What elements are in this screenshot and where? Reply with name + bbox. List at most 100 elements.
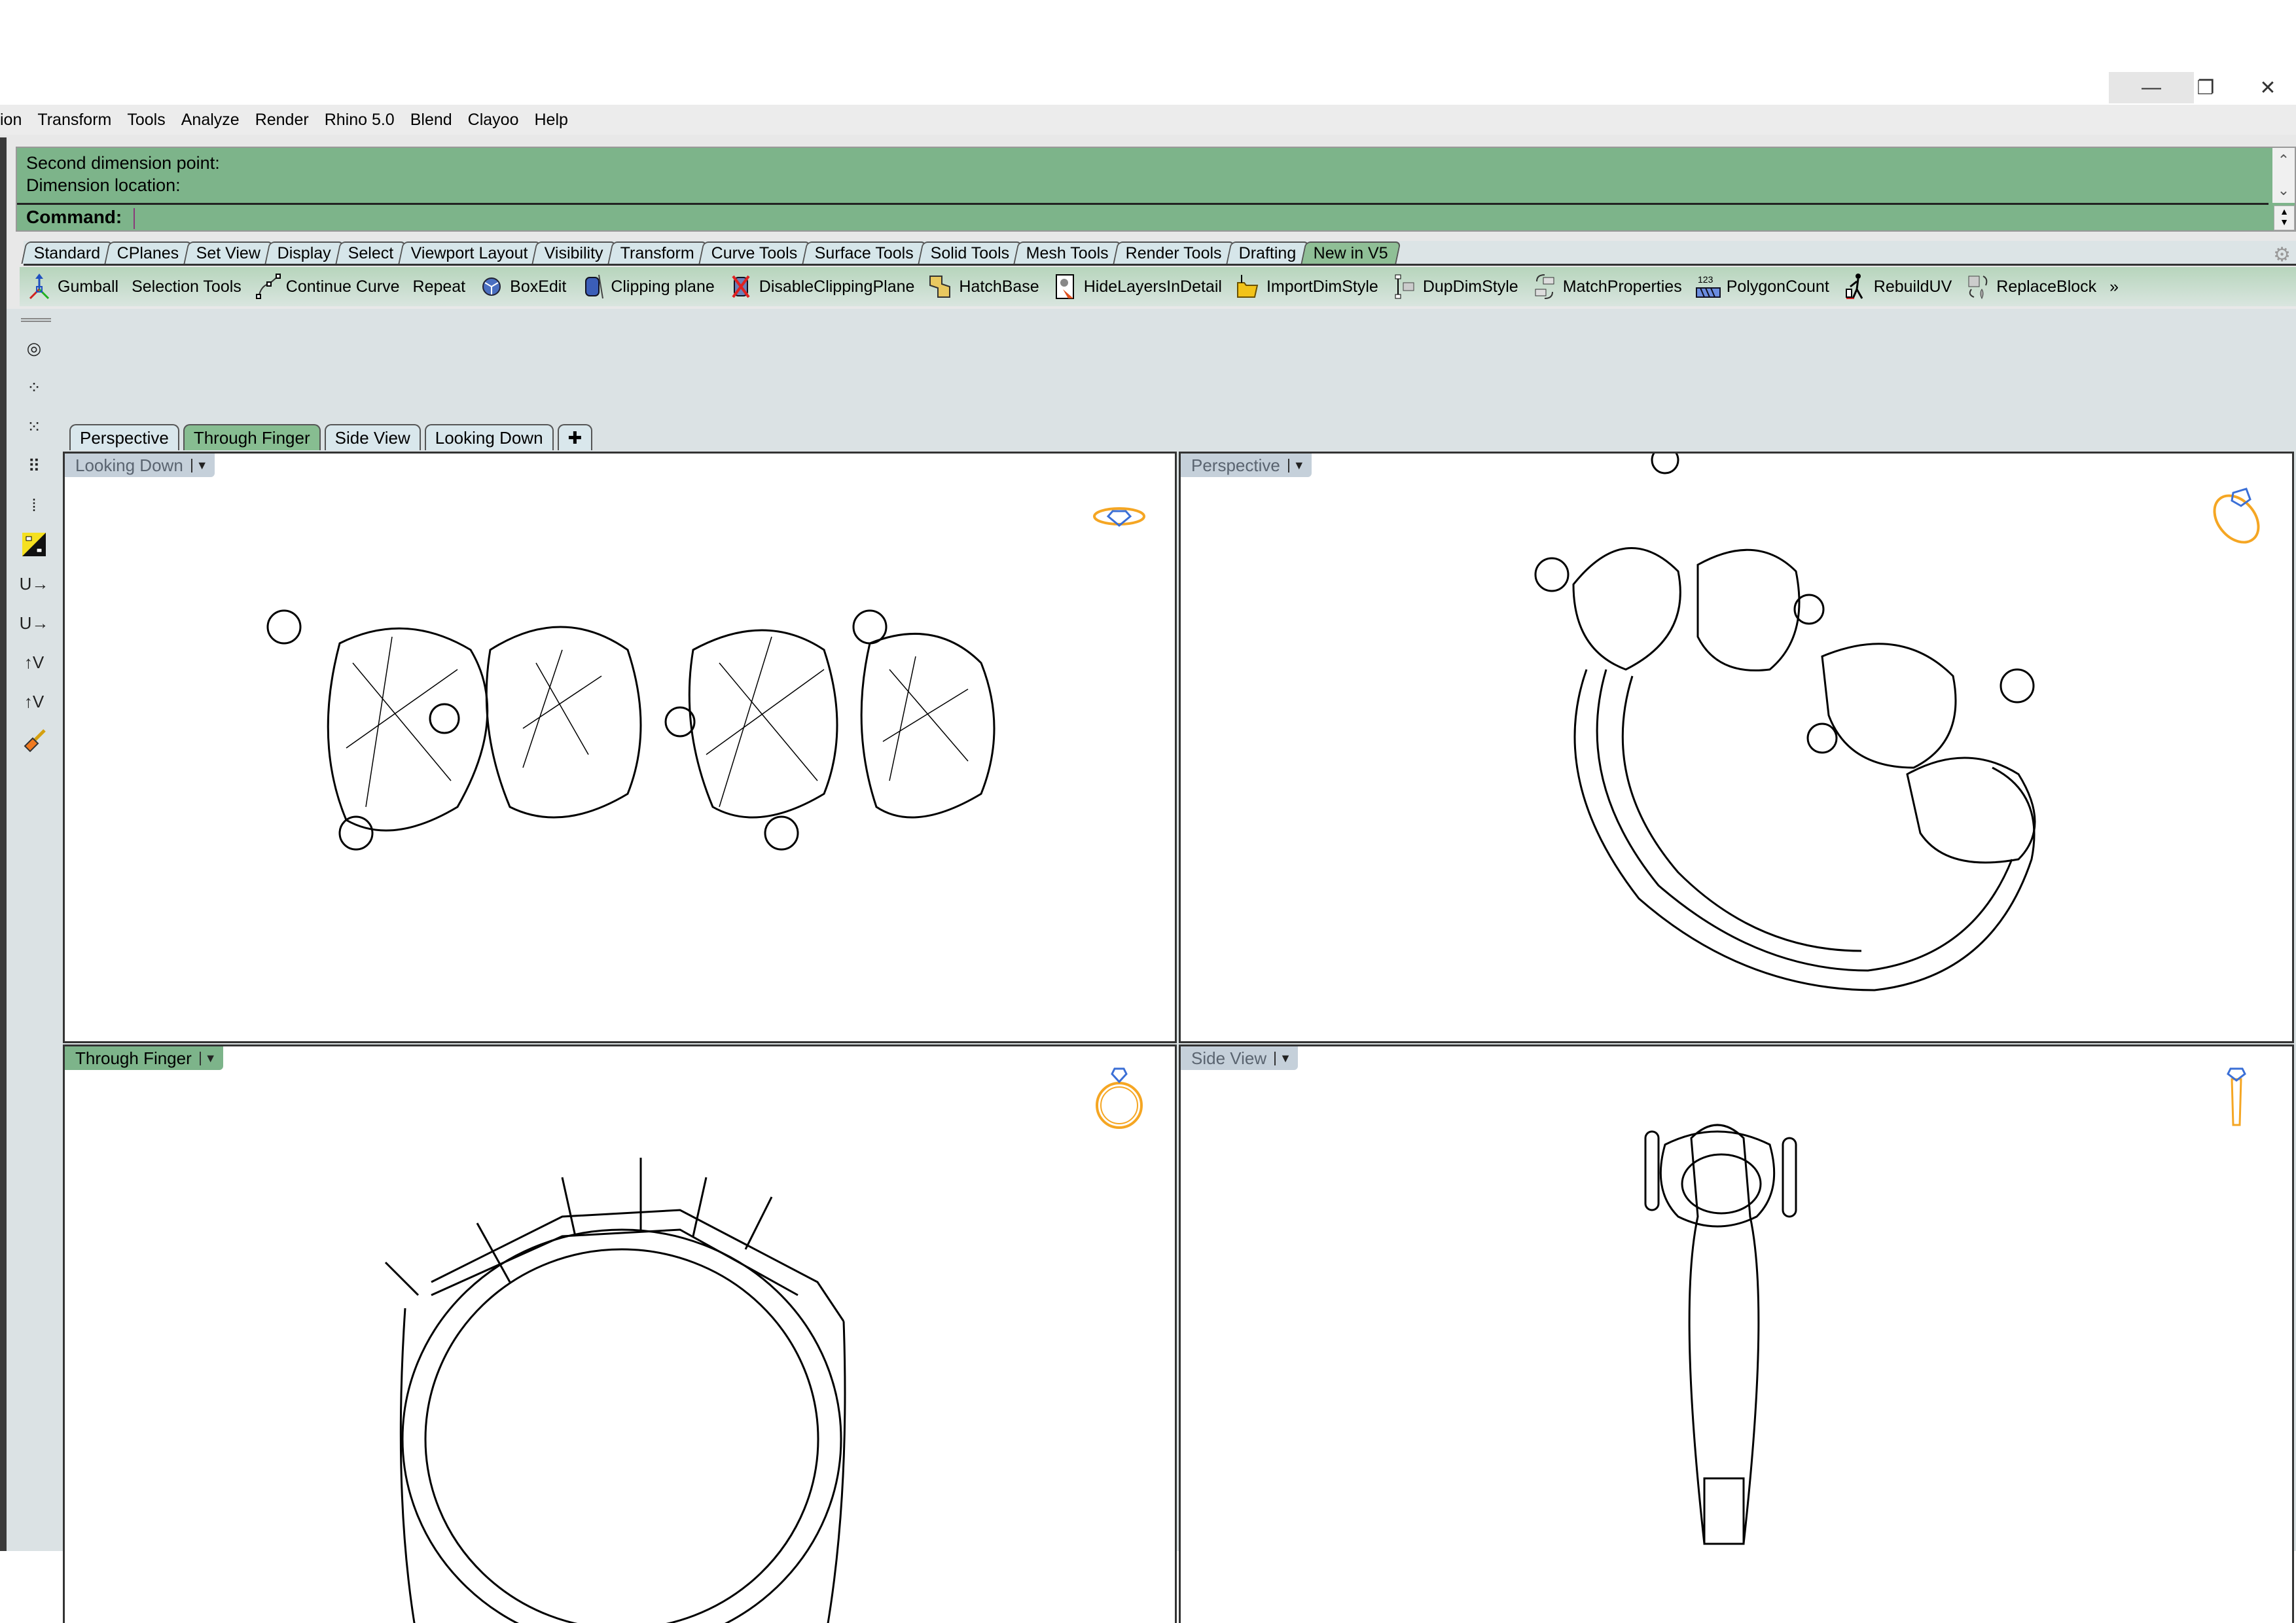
clipping-plane-button[interactable]: Clipping plane (573, 268, 721, 305)
viewport-label[interactable]: Looking Down ▼ (65, 454, 215, 477)
toolbar-overflow-button[interactable]: » (2109, 277, 2119, 296)
view-tab-side-view[interactable]: Side View (324, 424, 421, 450)
dup-dimstyle-icon (1391, 272, 1418, 301)
polygon-count-button[interactable]: 123 PolygonCount (1689, 268, 1836, 305)
close-button[interactable]: ✕ (2259, 77, 2276, 99)
viewport-menu-arrow-icon[interactable]: ▼ (190, 458, 208, 473)
add-view-tab-button[interactable]: ✚ (557, 424, 593, 450)
select-u-icon[interactable]: U→ (19, 573, 49, 594)
tab-viewport-layout[interactable]: Viewport Layout (398, 241, 541, 264)
view-orientation-icon (1096, 1067, 1143, 1129)
viewport-label[interactable]: Side View ▼ (1181, 1046, 1298, 1070)
toolbar-tabs: Standard CPlanes Set View Display Select… (21, 241, 2296, 266)
hatchbase-button[interactable]: HatchBase (921, 268, 1045, 305)
boxedit-icon (478, 272, 505, 301)
history-scrollbar[interactable]: ⌃ ⌄ (2272, 148, 2295, 203)
spin-down-icon[interactable]: ▼ (2280, 217, 2289, 227)
disable-clipping-plane-button[interactable]: DisableClippingPlane (721, 268, 922, 305)
viewport-looking-down[interactable]: Looking Down ▼ (63, 452, 1177, 1043)
menu-rhino5[interactable]: Rhino 5.0 (324, 110, 395, 129)
tab-new-in-v5[interactable]: New in V5 (1300, 241, 1401, 264)
minimize-button[interactable]: — (2109, 72, 2194, 103)
view-orientation-icon (2213, 488, 2260, 544)
ring-top-view-drawing (266, 609, 996, 851)
select-u-extend-icon[interactable]: U→ (19, 613, 49, 633)
command-prompt: Command: (26, 207, 122, 227)
restore-button[interactable]: ❐ (2197, 77, 2215, 99)
view-tab-perspective[interactable]: Perspective (69, 424, 179, 450)
tab-mesh-tools[interactable]: Mesh Tools (1013, 241, 1122, 264)
tab-cplanes[interactable]: CPlanes (104, 241, 192, 264)
command-spinner[interactable]: ▲ ▼ (2274, 205, 2295, 230)
viewport-side-view[interactable]: Side View ▼ (1179, 1044, 2294, 1623)
select-v-icon[interactable]: ↑V (24, 652, 45, 672)
tab-set-view[interactable]: Set View (183, 241, 274, 264)
menu-blend[interactable]: Blend (410, 110, 452, 129)
gumball-button[interactable]: Gumball (20, 268, 125, 305)
command-input[interactable] (134, 208, 2228, 229)
menu-clayoo[interactable]: Clayoo (467, 110, 519, 129)
select-control-points-icon[interactable]: ⁘ (27, 377, 41, 397)
hide-layers-icon (1052, 272, 1079, 301)
viewport-label[interactable]: Perspective ▼ (1181, 454, 1312, 477)
view-tab-looking-down[interactable]: Looking Down (424, 424, 554, 450)
tab-transform[interactable]: Transform (607, 241, 708, 264)
disable-clipping-plane-icon (728, 272, 754, 301)
scroll-down-icon[interactable]: ⌄ (2277, 182, 2290, 198)
boxedit-button[interactable]: BoxEdit (472, 268, 573, 305)
command-area: Second dimension point: Dimension locati… (16, 147, 2296, 232)
viewport-menu-arrow-icon[interactable]: ▼ (199, 1051, 217, 1065)
match-properties-button[interactable]: MatchProperties (1525, 268, 1689, 305)
tab-standard[interactable]: Standard (21, 241, 114, 264)
tab-render-tools[interactable]: Render Tools (1113, 241, 1235, 264)
continue-curve-button[interactable]: Continue Curve (248, 268, 406, 305)
tab-surface-tools[interactable]: Surface Tools (802, 241, 927, 264)
select-row-icon[interactable]: ⁙ (27, 416, 41, 437)
tab-visibility[interactable]: Visibility (531, 241, 617, 264)
toolbar-grip[interactable] (21, 318, 51, 322)
scroll-up-icon[interactable]: ⌃ (2277, 152, 2290, 168)
paintbrush-icon[interactable] (14, 722, 54, 759)
match-properties-icon (1532, 272, 1558, 301)
menu-help[interactable]: Help (534, 110, 568, 129)
import-dimstyle-button[interactable]: ImportDimStyle (1229, 268, 1385, 305)
viewport-perspective[interactable]: Perspective ▼ (1179, 452, 2294, 1043)
selection-tools-button[interactable]: Selection Tools (132, 277, 242, 296)
invert-selection-icon[interactable] (14, 526, 54, 563)
repeat-button[interactable]: Repeat (412, 277, 466, 296)
rhino-app-window: ion Transform Tools Analyze Render Rhino… (0, 105, 2296, 1623)
polygon-count-icon: 123 (1695, 272, 1721, 301)
tab-select[interactable]: Select (335, 241, 407, 264)
menu-transform[interactable]: Transform (37, 110, 112, 129)
tab-solid-tools[interactable]: Solid Tools (918, 241, 1022, 264)
command-history: Second dimension point: Dimension locati… (26, 152, 220, 196)
viewport-label[interactable]: Through Finger ▼ (65, 1046, 223, 1070)
dup-dimstyle-button[interactable]: DupDimStyle (1385, 268, 1525, 305)
rebuild-uv-icon (1842, 272, 1869, 301)
tab-drafting[interactable]: Drafting (1226, 241, 1310, 264)
viewport-menu-arrow-icon[interactable]: ▼ (1274, 1051, 1291, 1065)
tab-curve-tools[interactable]: Curve Tools (698, 241, 811, 264)
spin-up-icon[interactable]: ▲ (2280, 206, 2289, 217)
svg-text:123: 123 (1698, 274, 1713, 285)
tab-display[interactable]: Display (264, 241, 344, 264)
gear-icon[interactable]: ⚙ (2273, 244, 2291, 266)
select-points-icon[interactable]: ◎ (26, 338, 42, 358)
rebuild-uv-button[interactable]: RebuildUV (1836, 268, 1959, 305)
menu-dimension[interactable]: ion (0, 110, 22, 129)
viewport-menu-arrow-icon[interactable]: ▼ (1287, 458, 1305, 473)
menu-render[interactable]: Render (255, 110, 309, 129)
hide-layers-in-detail-button[interactable]: HideLayersInDetail (1046, 268, 1229, 305)
viewport-through-finger[interactable]: Through Finger ▼ (63, 1044, 1177, 1623)
history-line: Second dimension point: (26, 153, 220, 173)
import-dimstyle-icon (1235, 272, 1261, 301)
left-toolbar: ◎ ⁘ ⁙ ⠿ ⁞ U→ U→ ↑V ↑V (14, 318, 58, 1548)
select-column-icon[interactable]: ⁞ (31, 495, 37, 515)
menu-tools[interactable]: Tools (127, 110, 166, 129)
select-v-extend-icon[interactable]: ↑V (24, 691, 45, 711)
replace-block-button[interactable]: ReplaceBlock (1958, 268, 2103, 305)
select-grid-icon[interactable]: ⠿ (27, 455, 41, 476)
view-tab-through-finger[interactable]: Through Finger (183, 424, 321, 450)
menu-analyze[interactable]: Analyze (181, 110, 240, 129)
hatch-base-icon (927, 272, 954, 301)
